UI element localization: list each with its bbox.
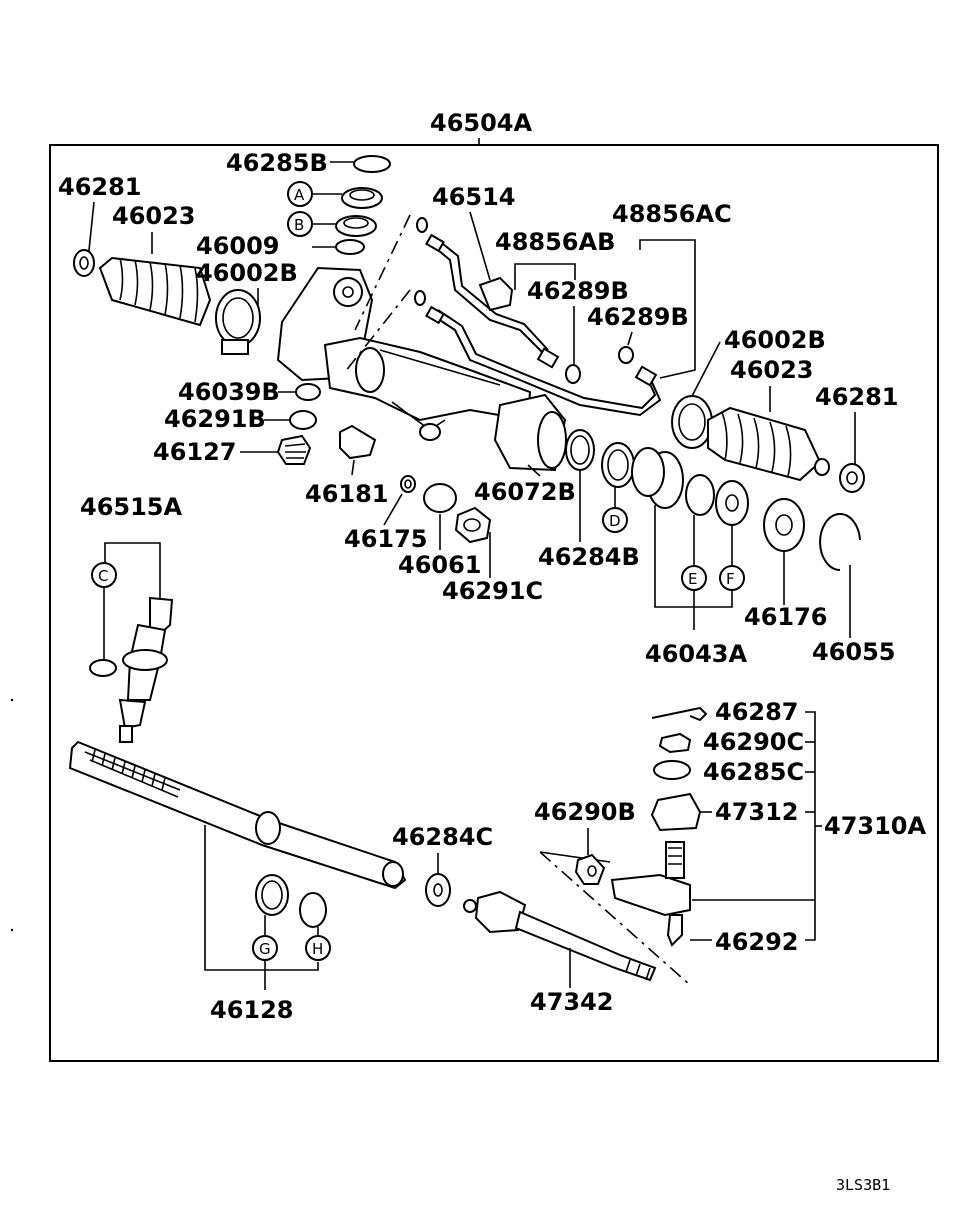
cylinder-end-stopper (631, 447, 684, 509)
o-ring-G (255, 874, 289, 916)
nut-46291B (289, 410, 317, 430)
label-46023-right: 46023 (730, 356, 814, 384)
label-46504A: 46504A (430, 109, 532, 137)
o-ring-46284B (565, 429, 595, 471)
boot-clamp-right (839, 463, 865, 493)
control-valve-46515A (118, 596, 174, 743)
rack-boot-right (707, 406, 830, 482)
gasket-46289B-2 (618, 346, 634, 364)
label-46175: 46175 (344, 525, 428, 553)
label-46072B: 46072B (474, 478, 576, 506)
bracket-46514 (478, 276, 514, 312)
edge-dot-1 (10, 698, 14, 702)
boot-band-left (215, 289, 261, 355)
label-46176: 46176 (744, 603, 828, 631)
callout-F: F (726, 570, 735, 588)
callout-D: D (609, 512, 621, 530)
label-46285B: 46285B (226, 149, 328, 177)
claw-washer-46284C (425, 873, 451, 907)
label-46055: 46055 (812, 638, 896, 666)
rack-bar (68, 740, 407, 890)
pressure-tube-ab (431, 244, 546, 356)
label-46515A: 46515A (80, 493, 182, 521)
pressure-tube-ac (431, 314, 662, 417)
callout-E: E (688, 570, 697, 588)
label-46281-right: 46281 (815, 383, 899, 411)
label-46281-left: 46281 (58, 173, 142, 201)
label-46289B-2: 46289B (587, 303, 689, 331)
bushing-F (715, 480, 749, 526)
label-46181: 46181 (305, 480, 389, 508)
ring-46285C (653, 760, 691, 780)
rack-bushing-46072B (493, 393, 567, 472)
label-46061: 46061 (398, 551, 482, 579)
label-46043A: 46043A (645, 640, 747, 668)
dust-cover-47312 (650, 792, 702, 832)
label-48856AB: 48856AB (495, 228, 615, 256)
label-46128: 46128 (210, 996, 294, 1024)
label-46023-left: 46023 (112, 202, 196, 230)
label-48856AC: 48856AC (612, 200, 732, 228)
gasket-46289B-1 (565, 364, 581, 384)
o-ring-H (299, 892, 327, 928)
label-46292: 46292 (715, 928, 799, 956)
callout-A: A (294, 186, 305, 204)
oil-seal-A (341, 187, 383, 209)
seal-46039B (295, 383, 321, 401)
label-47312: 47312 (715, 798, 799, 826)
castle-nut-46290C (658, 732, 692, 754)
locknut-46291C (454, 506, 492, 544)
rack-guide-46061 (423, 483, 457, 513)
label-46287: 46287 (715, 698, 799, 726)
tie-rod-end (610, 841, 691, 947)
callout-B: B (294, 216, 304, 234)
ring-46009 (335, 239, 365, 255)
label-46002B-left: 46002B (196, 259, 298, 287)
label-46514: 46514 (432, 183, 516, 211)
label-46284B: 46284B (538, 543, 640, 571)
label-46039B: 46039B (178, 378, 280, 406)
edge-dot-2 (10, 928, 14, 932)
snap-ring-46285B (353, 155, 391, 173)
boot-band-right (671, 395, 713, 449)
label-47342: 47342 (530, 988, 614, 1016)
seal-D (601, 442, 635, 488)
bearing-B (335, 215, 377, 237)
label-46127: 46127 (153, 438, 237, 466)
callout-H: H (312, 940, 323, 958)
label-47310A: 47310A (824, 812, 926, 840)
nut-46127 (276, 434, 312, 465)
diagram-code: 3LS3B1 (836, 1176, 890, 1194)
rack-boot-left (98, 256, 212, 327)
cotter-pin-46287 (651, 706, 708, 722)
callout-G: G (259, 940, 271, 958)
label-46009: 46009 (196, 232, 280, 260)
label-46291B: 46291B (164, 405, 266, 433)
tie-rod-47342 (463, 890, 657, 982)
label-46002B-right: 46002B (724, 326, 826, 354)
steering-gear-housing (276, 266, 532, 441)
cylinder-end-46176 (763, 498, 805, 552)
label-46291C: 46291C (442, 577, 543, 605)
label-46284C: 46284C (392, 823, 493, 851)
snap-ring-46055 (819, 513, 861, 571)
seal-C (89, 659, 117, 677)
label-46290B: 46290B (534, 798, 636, 826)
callout-C: C (98, 567, 108, 585)
label-46289B-1: 46289B (527, 277, 629, 305)
assembly-frame (49, 144, 939, 1062)
boot-clamp-left (73, 249, 95, 277)
spring-46175 (400, 475, 416, 493)
label-46290C: 46290C (703, 728, 804, 756)
lock-nut-46290B (574, 853, 606, 885)
o-ring-E (685, 474, 715, 516)
guide-46181 (339, 424, 377, 460)
label-46285C: 46285C (703, 758, 804, 786)
